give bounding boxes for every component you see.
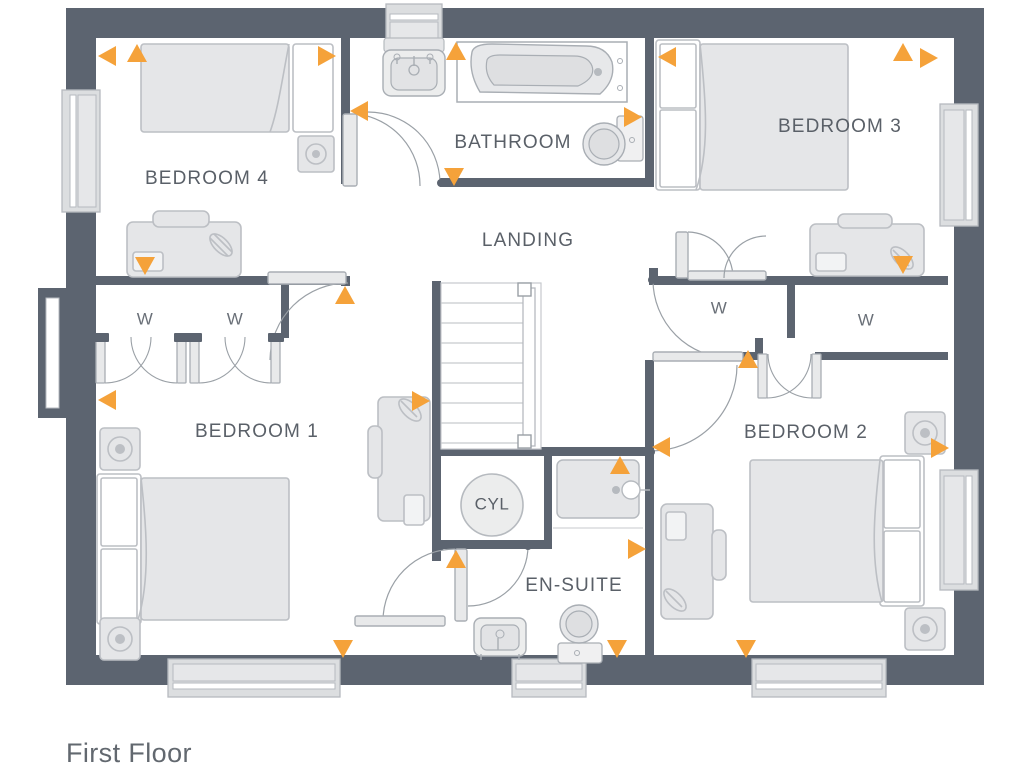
door-ensuite — [467, 542, 532, 607]
desk-bedroom-1 — [367, 396, 431, 526]
wardrobe-label-bed2-left: W — [711, 298, 728, 317]
bed-bedroom-2 — [749, 455, 925, 607]
basin-ensuite — [473, 617, 527, 660]
dimension-arrow — [135, 257, 155, 275]
room-label-bedroom-4: BEDROOM 4 — [145, 168, 269, 189]
wardrobe-doors-bedroom-2 — [757, 353, 822, 399]
room-label-en-suite: EN-SUITE — [525, 575, 622, 596]
dimension-arrow — [893, 43, 913, 61]
door-bedroom-4-landing — [267, 271, 349, 361]
shower-tray — [553, 459, 650, 529]
wc-bathroom — [582, 115, 644, 166]
bath-tub — [456, 41, 628, 103]
bed-bedroom-3 — [655, 39, 849, 191]
floor-plan-title: First Floor — [66, 738, 192, 768]
bedside-bedroom-1-top — [99, 427, 141, 471]
window-top-bathroom — [385, 3, 443, 43]
door-bedroom-2 — [647, 351, 744, 456]
dimension-arrow — [318, 46, 336, 66]
dimension-arrow — [628, 539, 646, 559]
dimension-arrow — [98, 390, 116, 410]
room-label-landing: LANDING — [482, 230, 574, 251]
bedside-bedroom-2-bottom — [904, 607, 946, 651]
dimension-arrow — [893, 256, 913, 274]
dimension-arrows — [98, 42, 949, 658]
windows — [61, 3, 979, 698]
bedside-bedroom-1-bottom — [99, 617, 141, 661]
window-left-bedroom-4 — [61, 89, 101, 213]
basin-bathroom — [382, 37, 446, 97]
dimension-arrow — [350, 101, 368, 121]
dimension-arrow — [931, 438, 949, 458]
dimension-arrow — [446, 42, 466, 60]
hot-water-cylinder — [460, 473, 524, 537]
window-right-bedroom-2 — [939, 469, 979, 591]
door-bathroom — [367, 111, 445, 187]
doors — [93, 111, 822, 627]
dimension-arrow — [658, 47, 676, 67]
window-bottom-bedroom-2 — [751, 658, 887, 698]
desk-bedroom-4 — [126, 210, 242, 278]
sanitary-fixtures — [382, 37, 650, 664]
furniture — [96, 39, 946, 661]
wardrobe-doors-bedroom-1 — [93, 333, 284, 384]
room-labels: BEDROOM 4 BATHROOM BEDROOM 3 LANDING BED… — [145, 116, 902, 596]
dimension-arrow — [127, 44, 147, 62]
window-right-bedroom-3 — [939, 103, 979, 227]
window-bottom-ensuite — [511, 658, 587, 698]
door-bedroom-3 — [648, 231, 767, 359]
dimension-arrow — [652, 437, 670, 457]
dimension-arrow — [607, 640, 627, 658]
staircase — [440, 282, 542, 450]
dimension-arrow — [610, 456, 630, 474]
room-label-bathroom: BATHROOM — [454, 132, 571, 153]
wardrobe-label-bed2-right: W — [858, 310, 875, 329]
dimension-arrow — [446, 550, 466, 568]
bed-bedroom-1 — [96, 473, 290, 625]
dimension-arrow — [335, 286, 355, 304]
desk-bedroom-3 — [809, 213, 925, 277]
window-bottom-bedroom-1 — [167, 658, 341, 698]
dimension-arrow — [98, 46, 116, 66]
internal-walls — [96, 38, 948, 662]
wc-ensuite — [557, 604, 603, 664]
dimension-arrow — [444, 168, 464, 186]
dimension-arrow — [920, 48, 938, 68]
bed-bedroom-4 — [140, 43, 334, 133]
bedside-bedroom-4 — [297, 135, 335, 173]
door-bedroom-4 — [342, 113, 421, 187]
dimension-arrow — [736, 640, 756, 658]
wardrobe-label-bed1-right: W — [227, 309, 244, 328]
wardrobe-labels: W W W W — [137, 298, 875, 329]
room-label-cylinder: CYL — [475, 494, 510, 513]
room-label-bedroom-1: BEDROOM 1 — [195, 421, 319, 442]
dimension-arrow — [624, 107, 642, 127]
wardrobe-label-bed1-left: W — [137, 309, 154, 328]
desk-bedroom-2 — [660, 503, 727, 620]
dimension-arrow — [333, 640, 353, 658]
room-label-bedroom-2: BEDROOM 2 — [744, 422, 868, 443]
dimension-arrow — [412, 391, 430, 411]
dimension-arrow — [738, 350, 758, 368]
room-label-bedroom-3: BEDROOM 3 — [778, 116, 902, 137]
door-bedroom-1 — [354, 542, 468, 627]
